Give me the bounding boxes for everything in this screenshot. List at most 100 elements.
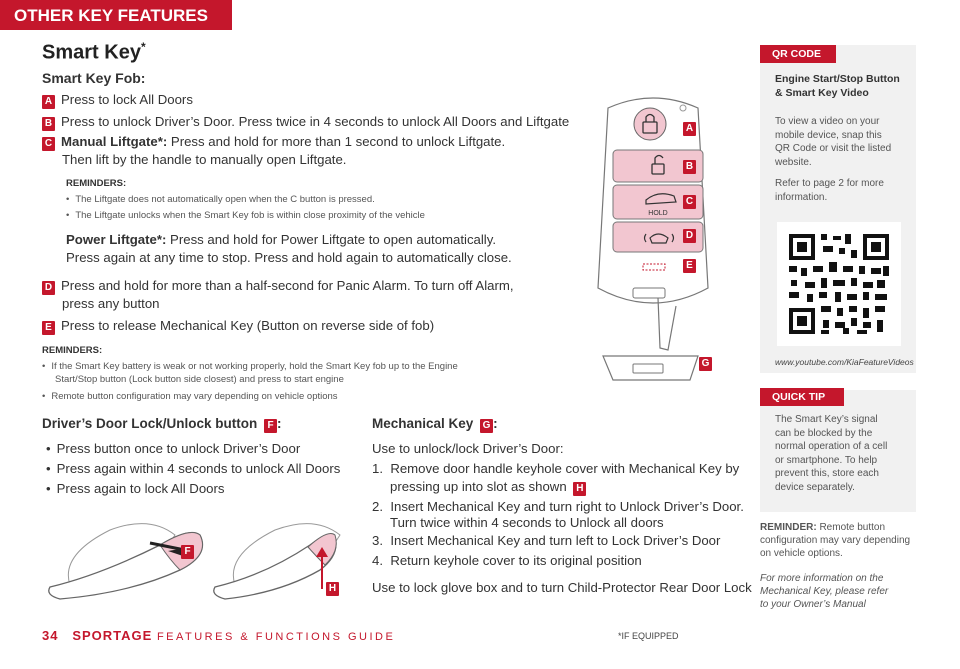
badge-d: D: [42, 281, 55, 295]
badge-e-diagram: E: [683, 259, 696, 273]
qr-title-line: & Smart Key Video: [775, 87, 869, 99]
door-bullet: Press again to lock All Doors: [46, 481, 225, 496]
tip-line: can be blocked by the: [775, 427, 873, 439]
qr-text-line: To view a video on your: [775, 116, 880, 127]
badge-h: H: [573, 482, 587, 496]
step-number: 1.: [372, 461, 383, 476]
tip-line: device separately.: [775, 481, 855, 493]
mech-step-2: 2. Insert Mechanical Key and turn right …: [372, 499, 744, 514]
more-line: For more information on the: [760, 573, 884, 584]
item-c-label: Manual Liftgate*:: [61, 134, 168, 149]
badge-f-diagram: F: [181, 545, 194, 559]
mech-heading: Mechanical Key G:: [372, 416, 498, 433]
step-text: Remove door handle keyhole cover with Me…: [390, 461, 740, 476]
quick-tip-text: The Smart Key’s signal can be blocked by…: [775, 413, 887, 494]
title-marker: *: [140, 40, 146, 54]
guide-name: FEATURES & FUNCTIONS GUIDE: [156, 631, 396, 643]
qr-reference: Refer to page 2 for more information.: [775, 177, 884, 204]
liftgate-icon: [645, 193, 677, 205]
page-number: 34: [42, 628, 59, 643]
page-title: Smart Key*: [42, 40, 146, 65]
badge-a-diagram: A: [683, 122, 696, 136]
door-heading: Driver’s Door Lock/Unlock button F:: [42, 416, 282, 433]
brand-name: SPORTAGE: [72, 628, 153, 643]
step-text: Insert Mechanical Key and turn left to L…: [390, 533, 721, 548]
item-d-text2: press any button: [62, 296, 160, 311]
tip-line: The Smart Key’s signal: [775, 414, 878, 425]
door-handle-illustration: [48, 523, 341, 600]
step-text: Return keyhole cover to its original pos…: [390, 553, 642, 568]
mech-outro: Use to lock glove box and to turn Child-…: [372, 580, 752, 595]
item-d: D Press and hold for more than a half-sec…: [42, 278, 514, 295]
more-line: to your Owner’s Manual: [760, 599, 866, 610]
qr-code-tag: QR CODE: [760, 45, 836, 63]
step-number: 2.: [372, 499, 383, 514]
equipped-note: *IF EQUIPPED: [618, 631, 679, 641]
qr-code-icon: [789, 234, 889, 334]
door-bullet: Press button once to unlock Driver’s Doo…: [46, 441, 301, 456]
quick-tip-tag: QUICK TIP: [760, 388, 844, 406]
power-text: Press and hold for Power Liftgate to ope…: [166, 232, 497, 247]
door-handle-right: [213, 523, 341, 600]
reminder-line: on vehicle options.: [760, 548, 843, 559]
reminder-line: configuration may vary depending: [760, 535, 911, 546]
item-a: A Press to lock All Doors: [42, 92, 193, 109]
qr-title-line: Engine Start/Stop Button: [775, 73, 900, 85]
mech-step-1b: pressing up into slot as shown H: [390, 479, 592, 496]
qr-title: Engine Start/Stop Button & Smart Key Vid…: [775, 72, 900, 100]
mech-step-4: 4. Return keyhole cover to its original …: [372, 553, 642, 568]
badge-b-diagram: B: [683, 160, 696, 174]
item-c: C Manual Liftgate*: Press and hold for mo…: [42, 134, 505, 151]
qr-ref-line: information.: [775, 191, 828, 203]
mech-step-2b: Turn twice within 4 seconds to Unlock al…: [390, 515, 664, 530]
mech-heading-end: :: [493, 416, 498, 431]
badge-b: B: [42, 117, 55, 131]
item-b-text: Press to unlock Driver’s Door. Press twi…: [61, 114, 570, 129]
door-heading-text: Driver’s Door Lock/Unlock button: [42, 416, 258, 431]
qr-instructions: To view a video on your mobile device, s…: [775, 115, 891, 169]
power-liftgate: Power Liftgate*: Press and hold for Powe…: [66, 232, 496, 247]
tip-line: prevent this, store each: [775, 468, 879, 479]
fob-heading: Smart Key Fob:: [42, 70, 146, 86]
lock-icon: [633, 107, 667, 141]
tip-line: or smartphone. To help: [775, 454, 878, 466]
qr-text-line: QR Code or visit the listed: [775, 143, 892, 154]
tip-line: normal operation of a cell: [775, 441, 888, 452]
step-number: 4.: [372, 553, 383, 568]
badge-a: A: [42, 95, 55, 109]
item-c-text: Press and hold for more than 1 second to…: [167, 134, 506, 149]
reminders2-item2: Remote button configuration may vary dep…: [42, 391, 337, 402]
qr-code[interactable]: [777, 222, 901, 346]
reminder-label: REMINDER:: [760, 522, 817, 533]
reminder-note: REMINDER: Remote button configuration ma…: [760, 521, 910, 560]
qr-ref-line: Refer to page 2 for more: [775, 178, 884, 189]
unlock-icon: [651, 154, 665, 175]
mech-intro: Use to unlock/lock Driver’s Door:: [372, 441, 564, 456]
reminders2-item1a: If the Smart Key battery is weak or not …: [42, 361, 457, 372]
quick-tip-panel: [760, 390, 916, 512]
door-heading-end: :: [277, 416, 282, 431]
badge-d-diagram: D: [683, 229, 696, 243]
smart-key-fob-illustration: HOLD: [597, 97, 709, 381]
item-d-text: Press and hold for more than a half-seco…: [61, 278, 514, 293]
door-handle-left: [48, 523, 204, 600]
door-bullet: Press again within 4 seconds to unlock A…: [46, 461, 341, 476]
more-info-note: For more information on the Mechanical K…: [760, 572, 888, 611]
reminders2-heading: REMINDERS:: [42, 345, 103, 356]
item-b: B Press to unlock Driver’s Door. Press tw…: [42, 114, 569, 131]
release-icon: [642, 263, 666, 271]
qr-url[interactable]: www.youtube.com/KiaFeatureVideos: [775, 357, 914, 367]
badge-c-diagram: C: [683, 195, 696, 209]
badge-e: E: [42, 321, 55, 335]
badge-h-diagram: H: [326, 582, 339, 596]
mech-step-3: 3. Insert Mechanical Key and turn left t…: [372, 533, 720, 548]
qr-text-line: website.: [775, 156, 812, 168]
footer: 34 SPORTAGE FEATURES & FUNCTIONS GUIDE: [42, 628, 395, 643]
badge-f: F: [264, 419, 278, 433]
reminders1-heading: REMINDERS:: [66, 178, 127, 189]
hold-label: HOLD: [648, 210, 667, 217]
badge-g-diagram: G: [699, 357, 712, 371]
item-a-text: Press to lock All Doors: [61, 92, 193, 107]
badge-c: C: [42, 137, 55, 151]
